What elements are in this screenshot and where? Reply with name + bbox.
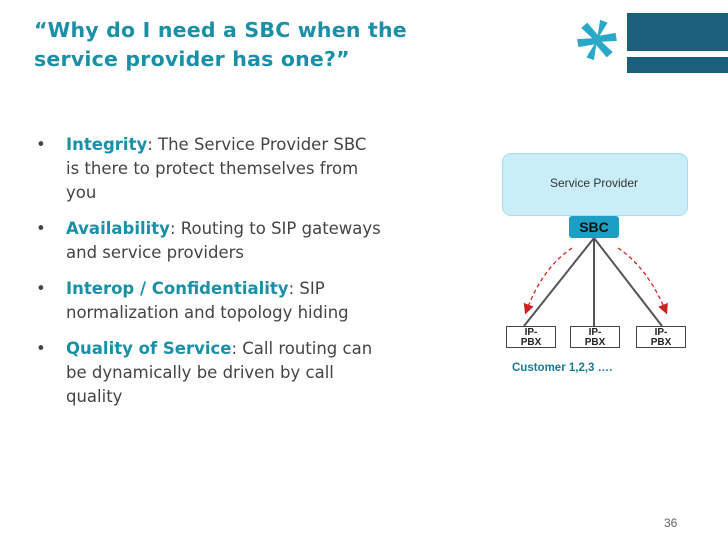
bullet-dot: • [36,339,46,358]
service-provider-box [502,153,688,216]
bullet-text: normalization and topology hiding [66,303,349,322]
bullet-text: : SIP [288,279,325,298]
bullet-integrity: • Integrity: The Service Provider SBC is… [36,133,466,205]
connection-lines [523,237,668,327]
line-to-pbx-1 [523,237,595,327]
bullet-text: is there to protect themselves from [66,159,359,178]
slide-title: “Why do I need a SBC when the service pr… [34,16,474,74]
bullet-dot: • [36,279,46,298]
bullet-text: : The Service Provider SBC [147,135,367,154]
bullet-qos: • Quality of Service: Call routing can b… [36,337,466,409]
bullet-text: you [66,183,97,202]
pbx-label-bottom: PBX [584,337,606,348]
bullet-list: • Integrity: The Service Provider SBC is… [36,133,466,421]
ip-pbx-box: IP- PBX [636,326,686,348]
asterisk-logo-icon [577,19,617,61]
pbx-label-top: IP- [524,327,538,338]
customer-label: Customer 1,2,3 …. [512,362,613,374]
ip-pbx-box: IP- PBX [506,326,556,348]
bullet-term: Quality of Service [66,339,232,358]
ip-pbx-box: IP- PBX [570,326,620,348]
bullet-text: : Call routing can [231,339,373,358]
pbx-label-top: IP- [654,327,668,338]
bullet-term: Interop / Confidentiality [66,279,289,298]
dashed-arrow-left [523,247,573,315]
title-line-1: “Why do I need a SBC when the [34,18,407,42]
network-diagram: Service Provider SBC IP- PBX IP- PBX IP-… [490,150,700,390]
sbc-box: SBC [569,216,619,238]
bullet-term: Availability [66,219,170,238]
bullet-interop: • Interop / Confidentiality: SIP normali… [36,277,466,325]
title-line-2: service provider has one?” [34,47,350,71]
page-number: 36 [664,516,678,530]
bullet-text: and service providers [66,243,244,262]
bullet-text: : Routing to SIP gateways [169,219,381,238]
bullet-text: quality [66,387,123,406]
line-to-pbx-3 [593,237,663,327]
bullet-dot: • [36,219,46,238]
pbx-label-top: IP- [588,327,602,338]
logo-bar-top [627,13,728,51]
dashed-arrow-right [617,247,668,315]
bullet-dot: • [36,135,46,154]
bullet-term: Integrity [66,135,148,154]
pbx-label-bottom: PBX [650,337,672,348]
logo-bar-bottom [627,57,728,73]
pbx-label-bottom: PBX [520,337,542,348]
service-provider-label: Service Provider [549,176,639,190]
bullet-text: be dynamically be driven by call [66,363,334,382]
bullet-availability: • Availability: Routing to SIP gateways … [36,217,466,265]
